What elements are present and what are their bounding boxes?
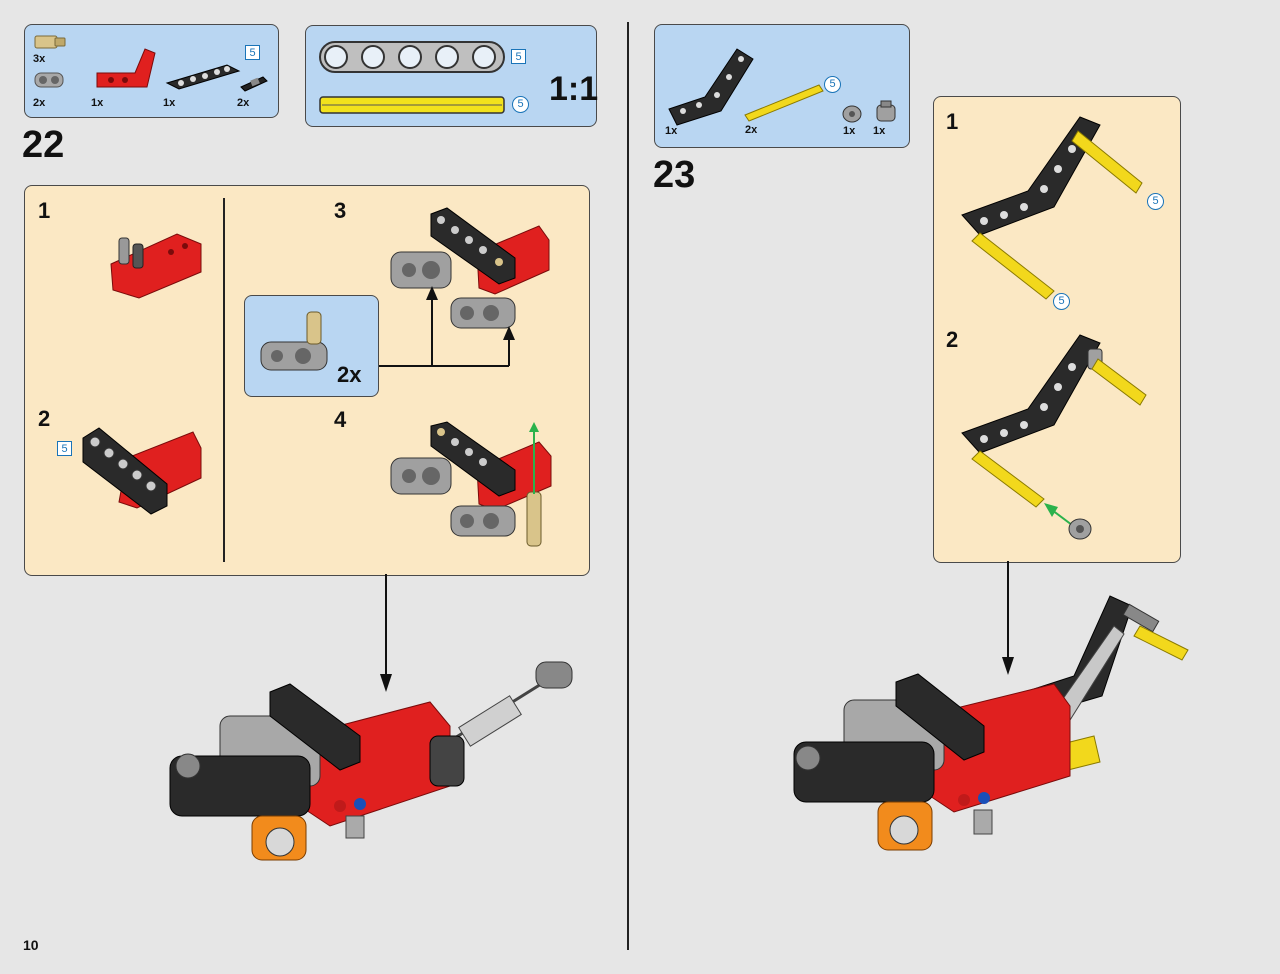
black-bent-beam-icon [668,48,754,126]
qty-axle-pin: 2x [237,97,250,109]
substep-1-23-illustration [961,116,1143,300]
axle-scale-outline [319,96,505,114]
step-23-down-arrow [1002,561,1014,675]
substep-3-illustration [390,207,550,329]
substep-4-illustration [390,421,552,547]
callout-arrows [379,286,515,367]
gray-cross-block-icon [34,72,64,88]
qty-gray-connector: 1x [873,125,886,137]
red-angle-beam-icon [96,48,156,88]
qty-tan-pin: 3x [33,53,46,65]
parts-list-step-23: 1x 2x 5 1x 1x [654,24,910,148]
substep-2-illustration [82,427,202,515]
substep-callout-box: 2x [244,295,379,397]
page-number: 10 [23,937,39,953]
black-beam-icon [165,64,241,90]
substep-divider [223,198,225,562]
substep-3-number: 3 [334,198,347,223]
substep-2-number: 2 [38,406,51,431]
step-22-panel: 1 2 5 3 4 [24,185,590,576]
gray-connector-icon [876,100,896,122]
qty-red-beam: 1x [91,97,104,109]
beam-scale-length: 5 [511,49,526,64]
yellow-axle-length: 5 [824,76,841,93]
axle-scale-length: 5 [512,96,529,113]
substep-1-illustration [110,233,202,299]
step-number-23: 23 [653,154,696,196]
qty-cross-block: 2x [33,97,46,109]
scale-ratio: 1:1 [549,70,599,108]
beam-length-badge: 5 [245,45,260,60]
page-divider [627,22,629,950]
yellow-axle-icon [744,84,824,122]
tan-pin-icon [34,35,66,49]
step-23-panel: 1 5 5 2 [933,96,1181,563]
step-number-22: 22 [22,124,65,166]
substep-2-23-illustration [961,334,1147,540]
axle-length-b: 5 [1053,293,1070,310]
qty-black-beam: 1x [163,97,176,109]
beam-scale-outline [319,41,505,73]
qty-yellow-axle: 2x [745,124,758,136]
qty-bent-beam: 1x [665,125,678,137]
substep-1-number: 1 [38,198,51,223]
axle-length-a: 5 [1147,193,1164,210]
step-22-down-arrow [380,574,392,692]
parts-list-step-22: 3x 2x 1x 1x 5 2x [24,24,279,118]
callout-qty: 2x [337,362,362,387]
qty-gray-bush: 1x [843,125,856,137]
gray-bush-icon [842,105,862,123]
substep-4-number: 4 [334,407,347,432]
substep-2-length: 5 [57,441,72,456]
step-22-model-illustration [169,661,573,861]
step-23-model-illustration [793,595,1189,851]
black-axle-pin-icon [240,76,268,92]
substep-2-number-23: 2 [946,327,959,352]
scale-reference-box: 5 5 1:1 [305,25,599,127]
substep-1-number-23: 1 [946,109,959,134]
callout-part-illustration [260,311,328,371]
